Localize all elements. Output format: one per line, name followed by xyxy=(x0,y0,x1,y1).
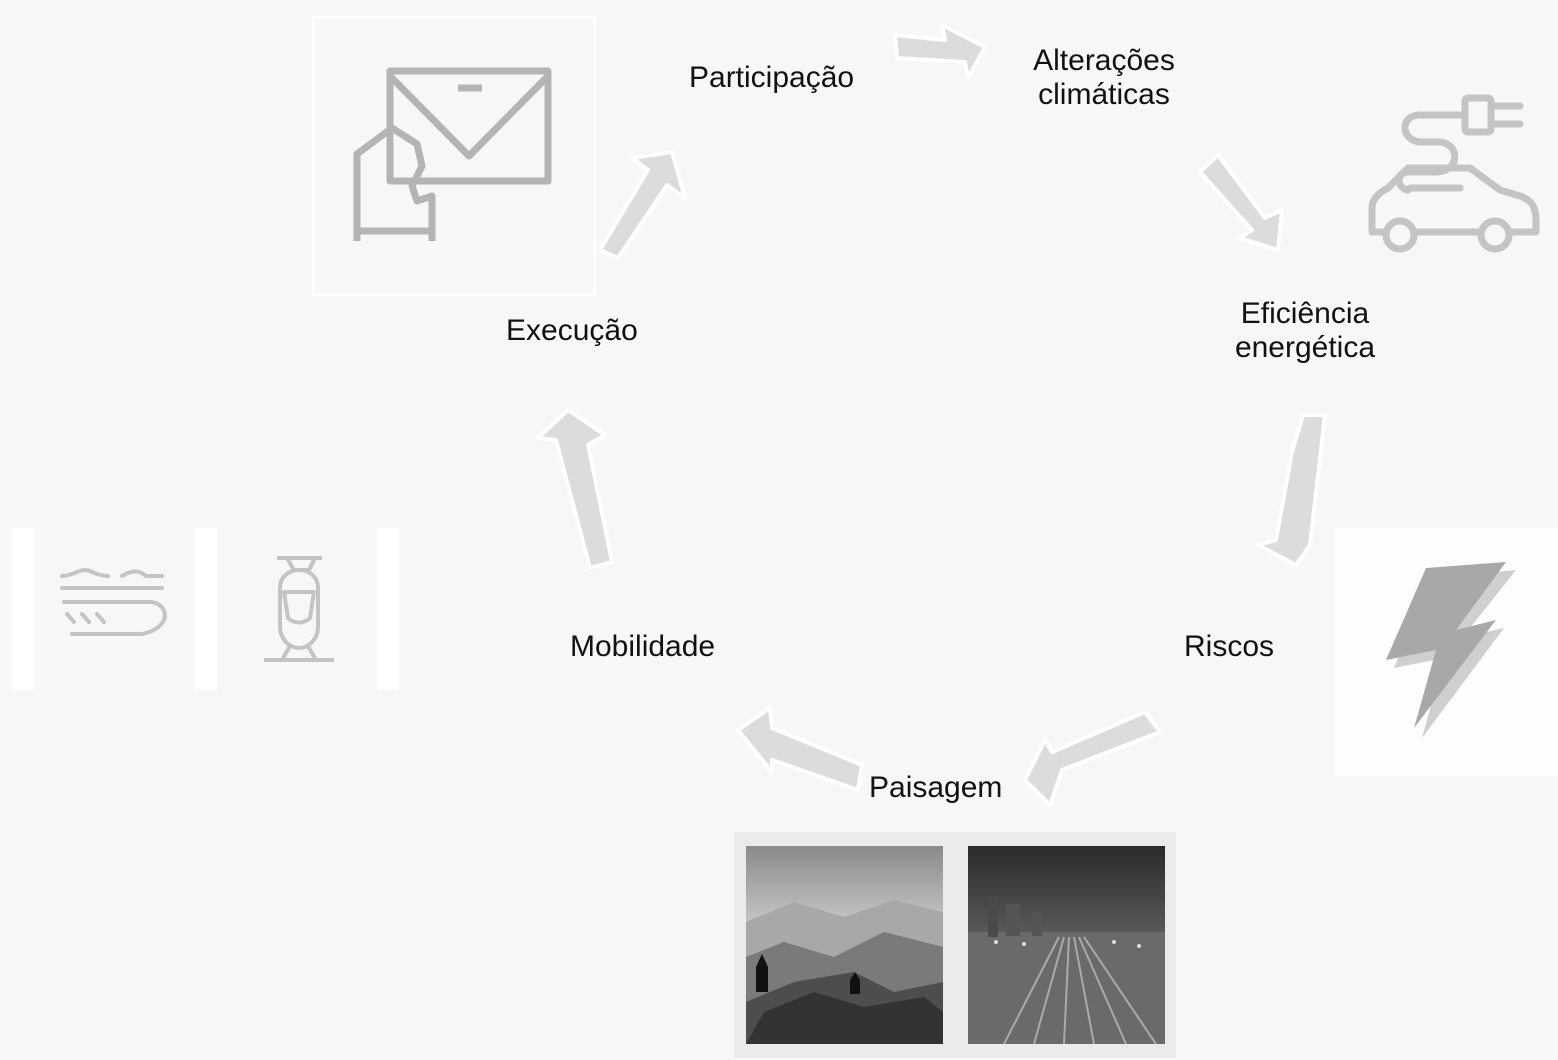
label-paisagem: Paisagem xyxy=(869,771,1003,804)
arrow-alteracoes-to-eficiencia xyxy=(1198,153,1284,252)
electric-car-plug-icon xyxy=(1368,94,1540,253)
label-alteracoes-line2: climáticas xyxy=(1038,78,1170,111)
tram-front-icon xyxy=(264,556,334,662)
transport-icons xyxy=(12,528,399,690)
arrow-mobilidade-to-execucao xyxy=(536,408,614,570)
label-eficiencia-line2: energética xyxy=(1234,331,1376,364)
label-execucao: Execução xyxy=(506,314,638,347)
paisagem-photos xyxy=(734,832,1176,1058)
city-railway-tracks-photo xyxy=(968,846,1165,1045)
high-speed-train-icon xyxy=(60,568,167,636)
arrow-participacao-to-alteracoes xyxy=(893,23,987,80)
label-alteracoes-line1: Alterações xyxy=(1033,44,1175,77)
arrow-execucao-to-participacao xyxy=(598,150,687,260)
label-eficiencia-line1: Eficiência xyxy=(1240,297,1370,330)
arrow-paisagem-to-mobilidade xyxy=(736,706,864,792)
label-alteracoes-climaticas: Alterações climáticas xyxy=(1020,44,1188,112)
lightning-bolt-icon xyxy=(1386,562,1516,738)
lightning-panel xyxy=(1334,528,1558,776)
transport-strip xyxy=(12,528,400,690)
label-mobilidade: Mobilidade xyxy=(570,630,716,663)
ballot-envelope-hand-icon xyxy=(312,16,596,296)
arrow-eficiencia-to-riscos xyxy=(1256,413,1327,567)
label-riscos: Riscos xyxy=(1184,630,1275,663)
electric-car-panel xyxy=(1360,80,1550,260)
photos xyxy=(746,846,1165,1045)
ballot-panel xyxy=(312,16,596,296)
label-eficiencia-energetica: Eficiência energética xyxy=(1215,297,1395,365)
label-participacao: Participação xyxy=(689,61,855,94)
mountain-hikers-photo xyxy=(746,846,943,1044)
arrow-riscos-to-paisagem xyxy=(1023,710,1162,807)
